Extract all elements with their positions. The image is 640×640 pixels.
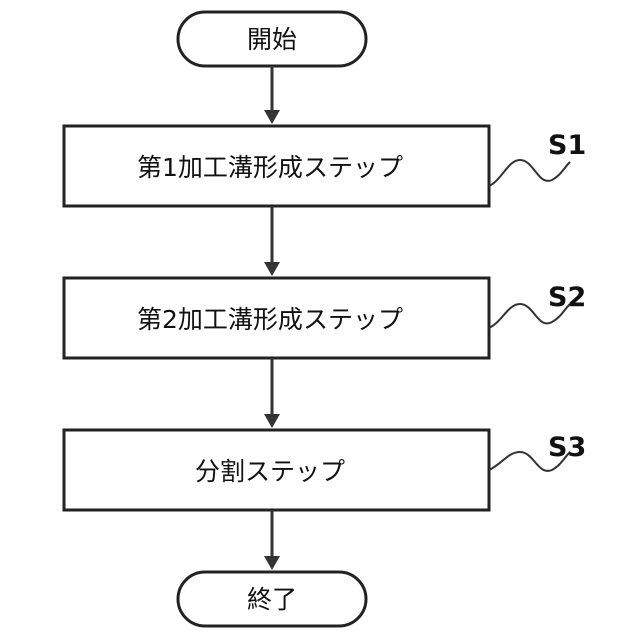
leader-line-s1 — [489, 160, 570, 186]
step-label-s2: 第2加工溝形成ステップ — [137, 305, 403, 334]
end-node: 終了 — [178, 572, 366, 626]
start-label: 開始 — [247, 25, 297, 54]
step-id-s2: S2 — [548, 282, 586, 313]
arrow-s3-to-end — [264, 510, 280, 570]
step-label-s3: 分割ステップ — [195, 457, 345, 486]
step-label-s1: 第1加工溝形成ステップ — [137, 153, 403, 182]
process-step-s3: 分割ステップ S3 — [64, 430, 586, 510]
step-id-s3: S3 — [548, 432, 586, 463]
arrow-s2-to-s3 — [264, 358, 280, 428]
process-step-s2: 第2加工溝形成ステップ S2 — [64, 278, 586, 358]
end-label: 終了 — [247, 585, 297, 614]
process-step-s1: 第1加工溝形成ステップ S1 — [64, 126, 586, 206]
arrow-start-to-s1 — [264, 66, 280, 124]
arrow-s1-to-s2 — [264, 206, 280, 276]
step-id-s1: S1 — [548, 130, 586, 161]
start-node: 開始 — [178, 12, 366, 66]
